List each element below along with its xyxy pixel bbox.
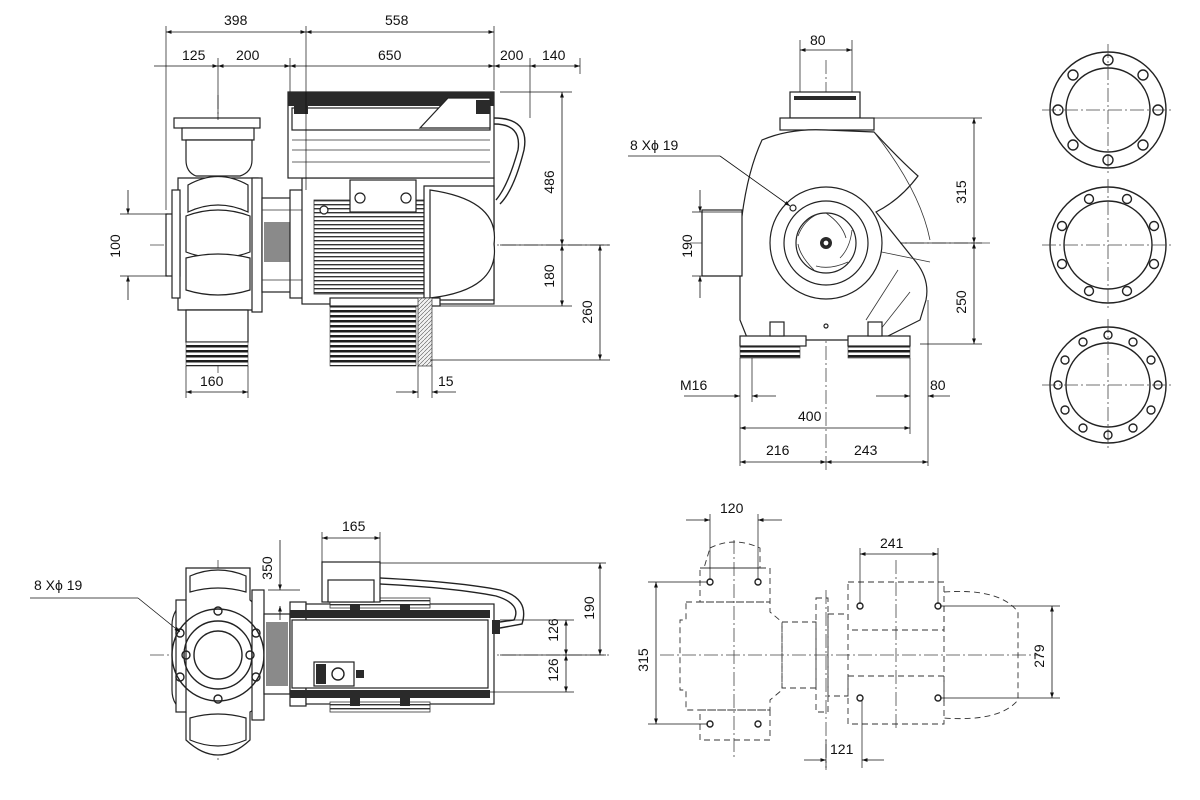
- base-view: 120 241 315 279 121: [635, 500, 1060, 770]
- dim-260: 260: [579, 300, 595, 324]
- dim-80-top: 80: [810, 32, 826, 48]
- dim-558: 558: [385, 12, 409, 28]
- dim-80-side: 80: [930, 377, 946, 393]
- dim-190-top: 190: [581, 596, 597, 620]
- dim-15: 15: [438, 373, 454, 389]
- dim-120: 120: [720, 500, 744, 516]
- dim-315: 315: [953, 180, 969, 204]
- dim-315-base: 315: [635, 648, 651, 672]
- dim-279: 279: [1031, 644, 1047, 668]
- dim-241: 241: [880, 535, 904, 551]
- dim-126-b: 126: [545, 658, 561, 682]
- dim-190: 190: [679, 234, 695, 258]
- side-view: 398 558 125 200 650 200 140 486 180 260 …: [107, 12, 610, 398]
- dim-160: 160: [200, 373, 224, 389]
- dim-126-a: 126: [545, 618, 561, 642]
- dim-398: 398: [224, 12, 248, 28]
- flange-12-holes: [1042, 319, 1174, 451]
- dim-250: 250: [953, 290, 969, 314]
- dim-121: 121: [830, 741, 854, 757]
- bolt-callout-front: 8 Xϕ 19: [630, 137, 679, 153]
- dim-350: 350: [259, 556, 275, 580]
- dim-180: 180: [541, 264, 557, 288]
- flange-8-holes: [1042, 44, 1174, 176]
- dim-140: 140: [542, 47, 566, 63]
- dim-125: 125: [182, 47, 206, 63]
- dim-243: 243: [854, 442, 878, 458]
- dim-165: 165: [342, 518, 366, 534]
- top-view: 165 350 190 126 126 8 Xϕ 19: [30, 518, 610, 760]
- dim-486: 486: [541, 170, 557, 194]
- thread-m16: M16: [680, 377, 707, 393]
- dim-216: 216: [766, 442, 790, 458]
- dim-200-b: 200: [500, 47, 524, 63]
- flange-8-holes-alt: [1042, 179, 1174, 311]
- dim-400: 400: [798, 408, 822, 424]
- dim-200-a: 200: [236, 47, 260, 63]
- front-view: 80 315 250 190 8 Xϕ 19 M16 80 400 216 24…: [628, 32, 990, 470]
- dim-650: 650: [378, 47, 402, 63]
- dim-100: 100: [107, 234, 123, 258]
- bolt-callout-top: 8 Xϕ 19: [34, 577, 83, 593]
- flange-details: [1042, 44, 1174, 451]
